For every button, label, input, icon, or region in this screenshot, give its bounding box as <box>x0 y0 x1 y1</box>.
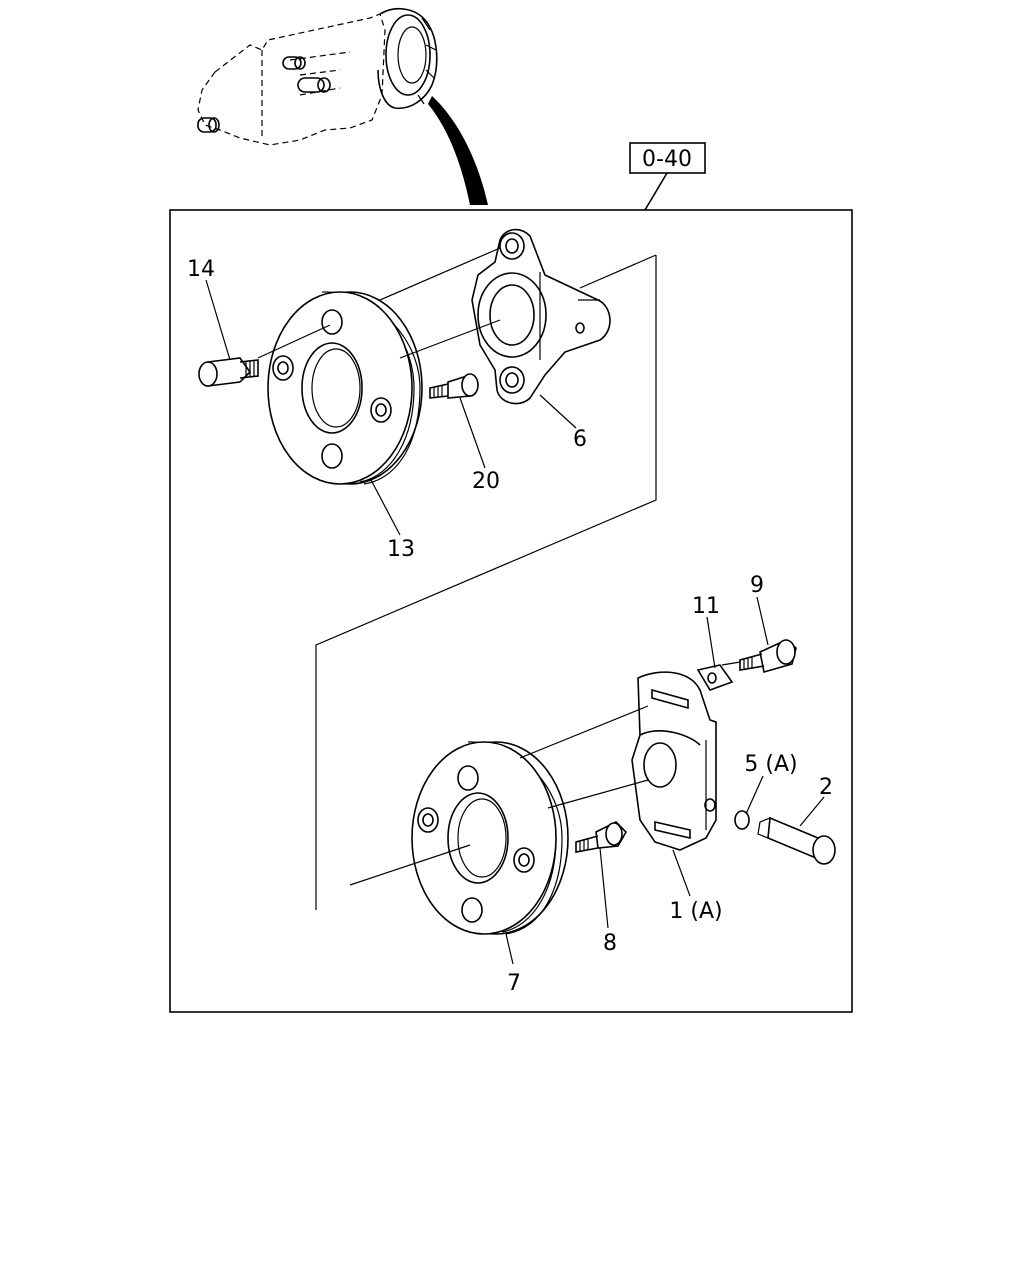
callout-7: 7 <box>507 971 521 996</box>
callout-9: 9 <box>750 573 764 598</box>
callout-1a: 1 (A) <box>669 899 722 924</box>
detail-frame <box>169 209 853 1013</box>
reference-label: 0-40 <box>642 147 692 172</box>
washer-part-11 <box>696 664 734 691</box>
collar-part-1 <box>631 671 717 851</box>
leader-lines <box>205 279 825 965</box>
washer-part-5 <box>734 810 750 830</box>
bolt-part-8 <box>575 821 627 853</box>
callout-8: 8 <box>603 931 617 956</box>
reference-label-group: 0-40 <box>629 142 706 211</box>
bracket-part-6 <box>471 228 611 405</box>
callout-20: 20 <box>472 469 500 494</box>
callout-11: 11 <box>692 594 720 619</box>
callout-14: 14 <box>187 257 215 282</box>
upper-guide-lines <box>257 247 501 359</box>
lower-guide-lines <box>349 661 741 886</box>
bolt-part-14 <box>198 357 259 387</box>
assembly-boundary <box>315 254 657 910</box>
bolt-part-9 <box>739 639 797 674</box>
callout-5a: 5 (A) <box>744 752 797 777</box>
bolt-part-20 <box>429 373 480 399</box>
callout-2: 2 <box>819 775 833 800</box>
engine-overview-sketch <box>197 7 438 146</box>
plate-part-13 <box>267 291 423 485</box>
bolt-part-2 <box>757 816 836 865</box>
callout-13: 13 <box>387 537 415 562</box>
callout-6: 6 <box>573 427 587 452</box>
plate-part-7 <box>411 741 569 935</box>
detail-arrow <box>428 96 488 205</box>
